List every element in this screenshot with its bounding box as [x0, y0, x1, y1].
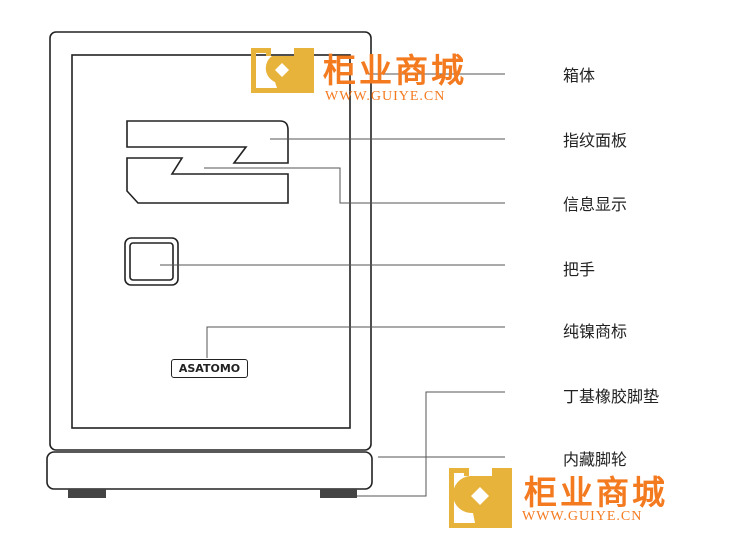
safe-base — [46, 451, 373, 490]
label-handle: 把手 — [563, 260, 596, 279]
watermark-url-bottom: WWW.GUIYE.CN — [522, 509, 643, 524]
label-info-display: 信息显示 — [563, 195, 628, 214]
leader-line-foot-pad — [357, 391, 505, 497]
label-foot-pad: 丁基橡胶脚垫 — [563, 387, 660, 406]
label-fingerprint-panel: 指纹面板 — [563, 131, 628, 150]
leader-line-nameplate — [206, 326, 505, 358]
safe-body — [49, 31, 372, 451]
watermark-url-top: WWW.GUIYE.CN — [325, 89, 446, 104]
handle-inner — [129, 242, 174, 281]
logo-icon-bottom — [449, 468, 512, 528]
safe-door — [71, 54, 351, 429]
label-nameplate: 纯镍商标 — [563, 322, 628, 341]
watermark-name-top: 柜业商城 — [323, 51, 467, 90]
label-caster: 内藏脚轮 — [563, 450, 628, 469]
info-display-bottom — [126, 157, 289, 204]
nameplate: ASATOMO — [171, 359, 248, 378]
fingerprint-panel-top — [126, 120, 289, 164]
handle-outer — [124, 237, 179, 286]
foot-right — [320, 489, 357, 498]
label-body: 箱体 — [563, 66, 596, 85]
leader-line-display — [204, 167, 505, 204]
logo-icon-top — [251, 48, 314, 93]
watermark-name-bottom: 柜业商城 — [524, 473, 668, 512]
foot-left — [68, 489, 106, 498]
